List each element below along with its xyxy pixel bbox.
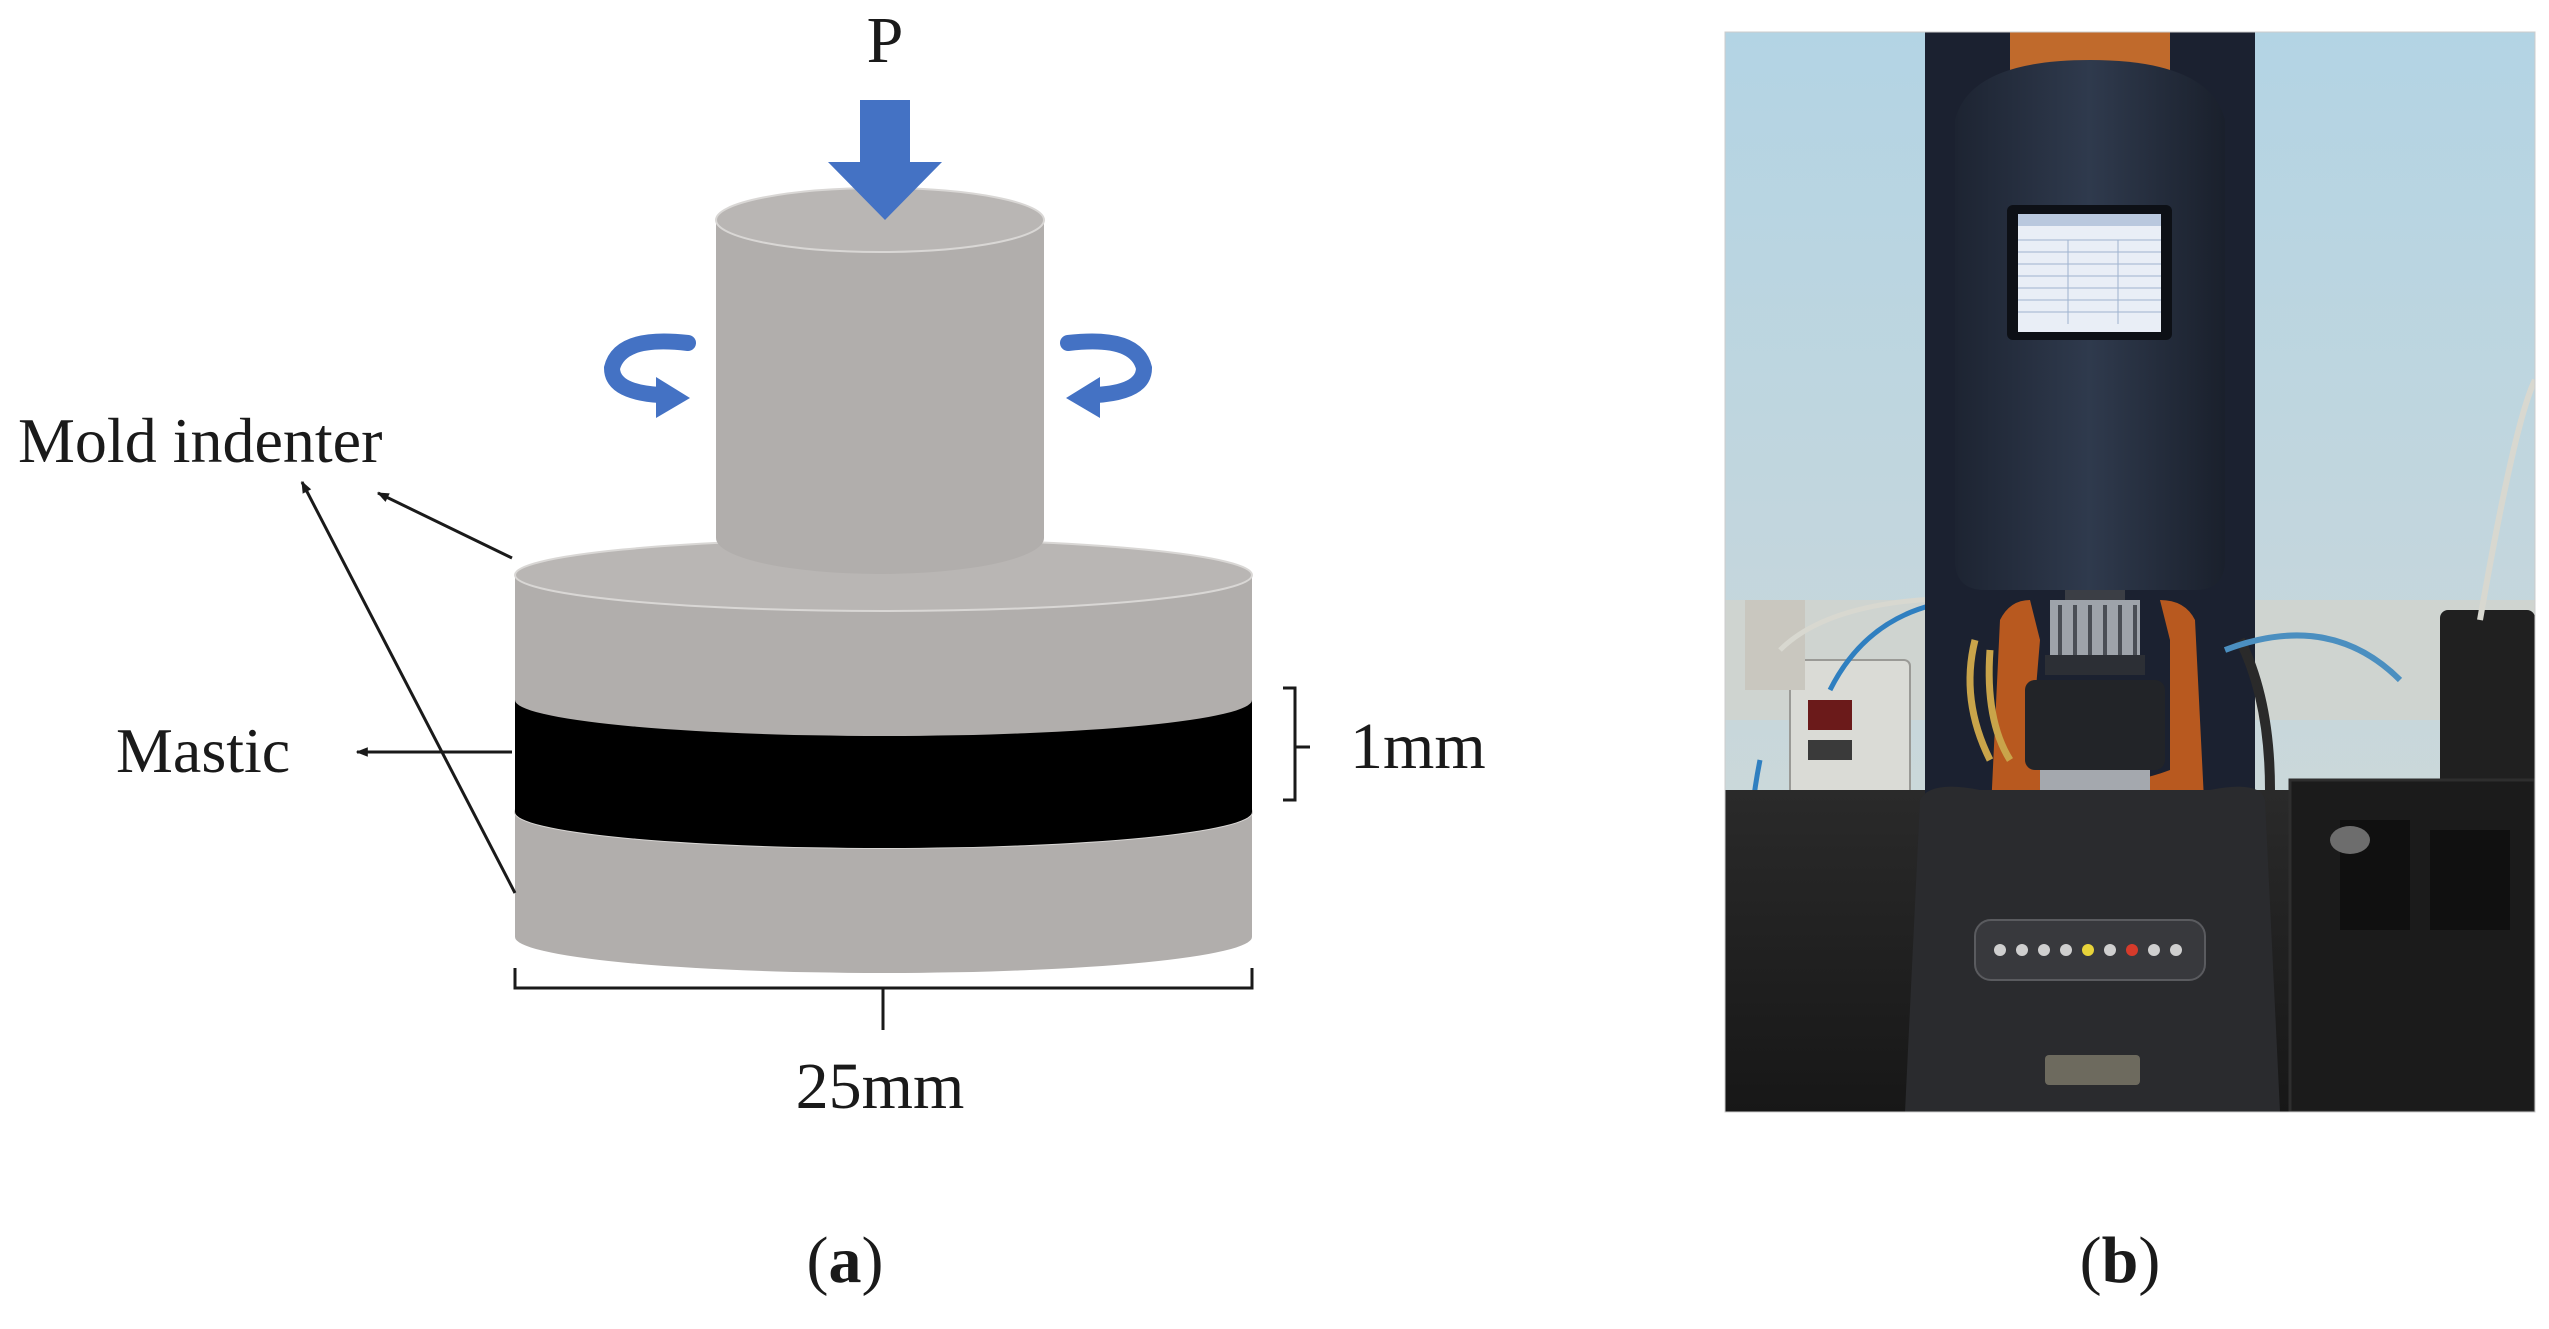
- mold-indenter-leader-upper: [376, 491, 513, 560]
- mastic-label: Mastic: [116, 715, 290, 786]
- thickness-label: 1mm: [1350, 710, 1486, 783]
- panel-b-photo: (b): [1724, 31, 2536, 1297]
- indenter-shaft: [715, 187, 1045, 574]
- load-label: P: [867, 4, 904, 77]
- mold-indenter-leader-lower: [300, 480, 517, 894]
- measuring-shaft: [2050, 600, 2140, 660]
- rotation-arrow-left-icon: [603, 333, 696, 418]
- panel-a-schematic: P Mold indenter Mastic 1mm 25mm (a): [18, 4, 1486, 1297]
- diameter-bracket: [513, 968, 1254, 1030]
- caption-a: (a): [807, 1224, 884, 1297]
- mastic-layer: [515, 700, 1252, 848]
- upper-plate: [514, 538, 1253, 736]
- thickness-bracket: [1283, 686, 1310, 802]
- rotation-arrow-right-icon: [1060, 333, 1153, 418]
- caption-b: (b): [2080, 1224, 2161, 1297]
- diameter-label: 25mm: [796, 1050, 965, 1123]
- mold-indenter-label: Mold indenter: [18, 405, 382, 476]
- load-arrow-icon: [828, 100, 942, 220]
